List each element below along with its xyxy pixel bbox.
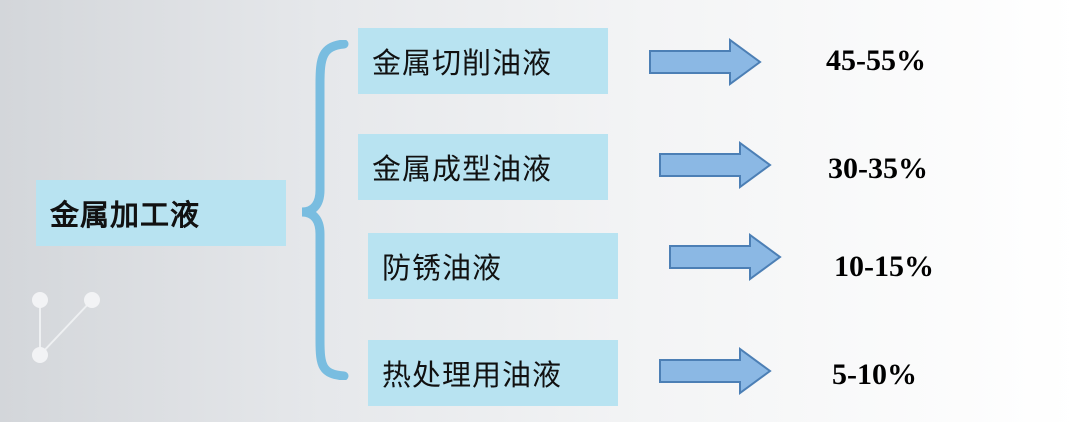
decorative-dots [32,292,100,363]
branch-node-metal-forming: 金属成型油液 [358,134,608,200]
arrow-right-icon [659,347,772,395]
branch-label: 热处理用油液 [382,358,563,392]
curly-brace [301,40,349,380]
branch-label: 金属切削油液 [372,46,553,80]
share-rust-prevention: 10-15% [834,250,934,283]
arrow-right-icon [659,141,772,189]
branch-node-rust-prevention: 防锈油液 [368,233,618,299]
root-label: 金属加工液 [50,198,201,232]
root-node: 金属加工液 [36,180,286,246]
branch-node-metal-cutting: 金属切削油液 [358,28,608,94]
branch-label: 防锈油液 [382,251,503,285]
share-metal-cutting: 45-55% [826,44,926,77]
share-metal-forming: 30-35% [828,152,928,185]
branch-node-heat-treatment: 热处理用油液 [368,340,618,406]
arrow-right-icon [669,233,782,281]
arrow-right-icon [649,38,762,86]
share-heat-treatment: 5-10% [832,358,917,391]
branch-label: 金属成型油液 [372,152,553,186]
